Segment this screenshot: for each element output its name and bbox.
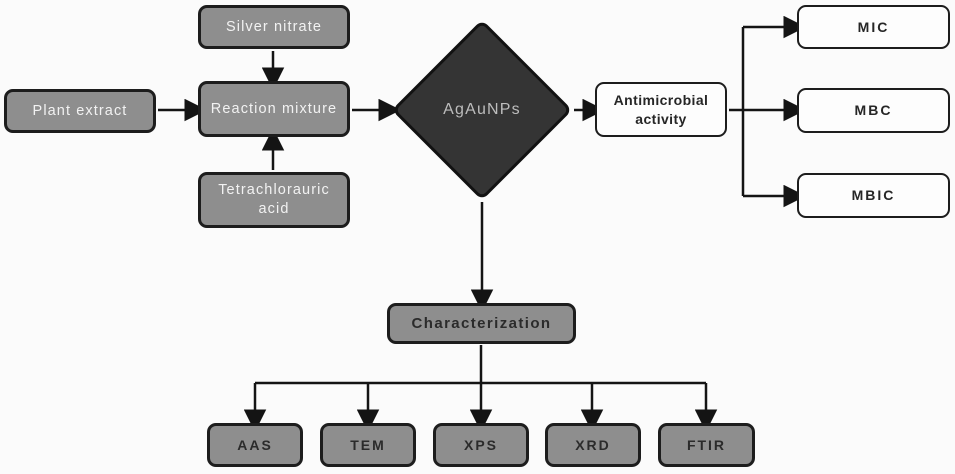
node-xrd-label: XRD xyxy=(575,436,611,453)
node-plant-extract-label: Plant extract xyxy=(32,102,128,119)
node-reaction-mixture-label: Reaction mixture xyxy=(210,100,338,117)
node-antimicrobial-activity-label: Antimicrobial activity xyxy=(613,91,709,127)
node-tetrachlorauric-acid-label: Tetrachlorauric acid xyxy=(218,182,330,217)
node-silver-nitrate: Silver nitrate xyxy=(198,5,350,49)
agaunps-text: AgAuNPs xyxy=(443,101,521,118)
node-antimicrobial-activity: Antimicrobial activity xyxy=(595,82,727,137)
node-characterization: Characterization xyxy=(387,303,576,344)
node-tem: TEM xyxy=(320,423,416,467)
node-xps: XPS xyxy=(433,423,529,467)
node-mic: MIC xyxy=(797,5,950,49)
node-ftir-label: FTIR xyxy=(686,436,727,453)
node-mbic: MBIC xyxy=(797,173,950,218)
node-tetrachlorauric-acid: Tetrachlorauric acid xyxy=(198,172,350,228)
node-ftir: FTIR xyxy=(658,423,755,467)
node-xrd: XRD xyxy=(545,423,641,467)
node-aas-label: AAS xyxy=(237,436,273,453)
node-agaunps-label: AgAuNPs xyxy=(410,96,554,124)
node-aas: AAS xyxy=(207,423,303,467)
node-tem-label: TEM xyxy=(350,436,386,453)
node-xps-label: XPS xyxy=(463,436,498,453)
node-mbic-label: MBIC xyxy=(851,187,896,204)
node-mic-label: MIC xyxy=(857,18,890,35)
node-mbc-label: MBC xyxy=(854,102,893,119)
node-plant-extract: Plant extract xyxy=(4,89,156,133)
node-mbc: MBC xyxy=(797,88,950,133)
node-reaction-mixture: Reaction mixture xyxy=(198,81,350,137)
node-characterization-label: Characterization xyxy=(411,314,552,332)
node-silver-nitrate-label: Silver nitrate xyxy=(226,18,322,35)
